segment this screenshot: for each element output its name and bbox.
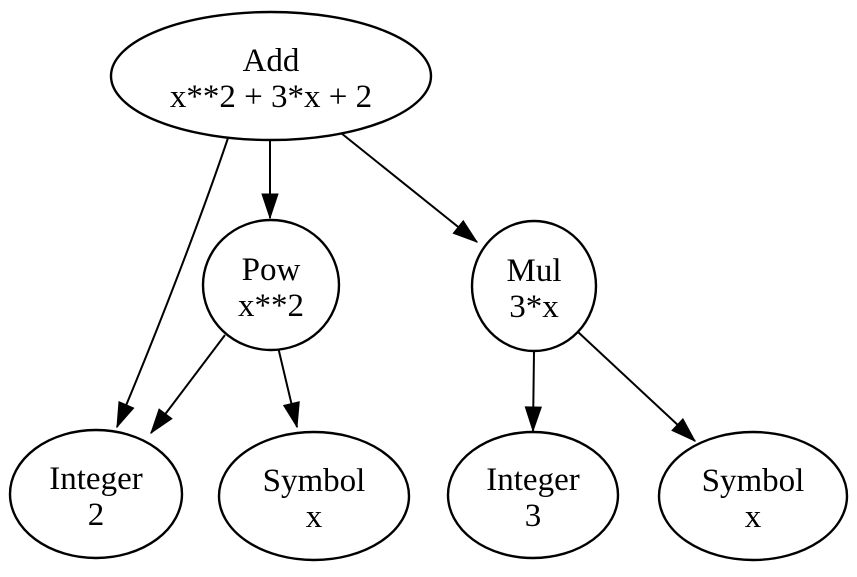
integer-3-value-label: 3 — [525, 498, 542, 534]
edge-add-to-mul — [340, 132, 477, 242]
integer-3-type-label: Integer — [486, 462, 579, 498]
add-type-label: Add — [243, 43, 300, 79]
edge-pow-to-symbol-x-left — [277, 346, 297, 427]
symbol-x-right-value-label: x — [745, 499, 762, 535]
integer-3-ellipse — [446, 430, 620, 560]
edge-mul-to-integer-3 — [533, 350, 534, 431]
integer-2-value-label: 2 — [88, 497, 105, 533]
add-ellipse — [109, 10, 433, 142]
edge-pow-to-integer-2 — [151, 334, 226, 433]
pow-value-label: x**2 — [238, 288, 304, 324]
node-pow: Pow x**2 — [201, 218, 341, 352]
pow-type-label: Pow — [242, 252, 301, 288]
symbol-x-left-value-label: x — [306, 499, 323, 535]
symbol-x-right-ellipse — [657, 430, 849, 562]
symbol-x-left-ellipse — [217, 430, 411, 562]
node-integer-2: Integer 2 — [8, 428, 184, 560]
node-add: Add x**2 + 3*x + 2 — [109, 10, 433, 142]
symbol-x-left-type-label: Symbol — [263, 463, 366, 499]
integer-2-type-label: Integer — [49, 461, 142, 497]
edge-add-to-integer-2 — [116, 137, 229, 427]
add-value-label: x**2 + 3*x + 2 — [170, 79, 372, 115]
pow-ellipse — [201, 218, 341, 352]
integer-2-ellipse — [8, 428, 184, 560]
edges — [116, 132, 695, 441]
mul-value-label: 3*x — [509, 289, 559, 325]
node-symbol-x-left: Symbol x — [217, 430, 411, 562]
edge-mul-to-symbol-x-right — [577, 331, 695, 441]
symbol-x-right-type-label: Symbol — [702, 463, 805, 499]
node-mul: Mul 3*x — [470, 219, 598, 353]
node-integer-3: Integer 3 — [446, 430, 620, 560]
mul-ellipse — [470, 219, 598, 353]
node-symbol-x-right: Symbol x — [657, 430, 849, 562]
mul-type-label: Mul — [506, 253, 561, 289]
